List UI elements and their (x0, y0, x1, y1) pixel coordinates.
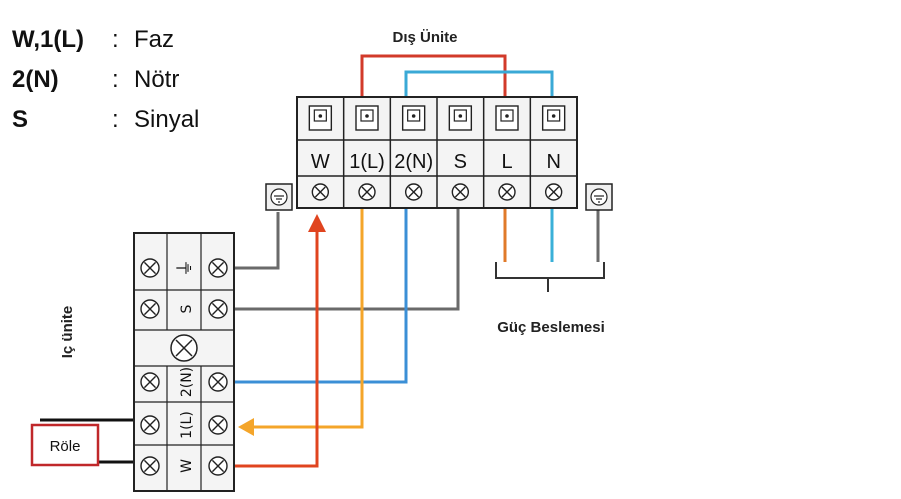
outdoor-terminal-screw (311, 183, 330, 201)
outdoor-terminal-label: N (546, 151, 560, 173)
legend-value: Faz (134, 26, 175, 53)
legend-key: W,1(L) (12, 26, 84, 53)
bridge-wire-red (360, 54, 507, 100)
power-supply-brace (495, 262, 605, 292)
wire-phase-feed (248, 200, 364, 429)
indoor-terminal-screw-right (208, 299, 228, 319)
indoor-terminal-block: ⏚ S 2(N) 1(L) W (133, 232, 235, 492)
wire-phase-w (234, 228, 319, 468)
indoor-terminal-label: W (179, 459, 195, 473)
indoor-terminal-label: 2(N) (179, 367, 195, 397)
legend-separator: : (112, 66, 119, 93)
indoor-terminal-screw-right (208, 415, 228, 435)
indoor-terminal-label: 1(L) (179, 411, 195, 439)
indoor-terminal-screw-right (208, 456, 228, 476)
legend-separator: : (112, 106, 119, 133)
outdoor-plug-4 (495, 105, 519, 131)
indoor-terminal-screw-left (140, 299, 160, 319)
legend-value: Nötr (134, 66, 180, 93)
relay-box (30, 423, 100, 467)
relay-label: Röle (50, 438, 81, 455)
arrow-head-orange (238, 418, 254, 436)
outdoor-terminal-block: W 1(L) 2(N) S L N (296, 96, 578, 209)
indoor-terminal-screw-left (140, 415, 160, 435)
outdoor-terminal-label: 2(N) (394, 151, 433, 173)
outdoor-terminal-screw (404, 183, 423, 201)
arrow-head-red (308, 214, 326, 232)
outdoor-plug-5 (541, 105, 566, 131)
outdoor-terminal-label: W (311, 151, 330, 173)
power-supply-label: Güç Beslemesi (497, 319, 605, 336)
bridge-wire-blue (404, 70, 554, 100)
indoor-terminal-screw-left (140, 372, 160, 392)
outdoor-earth-left (265, 183, 293, 211)
wire-earth (228, 212, 280, 270)
outdoor-plug-2 (401, 105, 426, 131)
legend-key: S (12, 106, 29, 133)
wire-signal (228, 200, 460, 311)
outdoor-plug-3 (448, 105, 473, 131)
legend-value: Sinyal (134, 106, 200, 133)
wire-neutral (234, 200, 408, 384)
outdoor-terminal-screw (451, 183, 470, 201)
indoor-terminal-screw-right (208, 372, 228, 392)
indoor-terminal-screw-right (208, 258, 228, 278)
outdoor-terminal-screw (544, 183, 563, 201)
outdoor-terminal-screw (358, 183, 376, 201)
outdoor-terminal-label: L (501, 151, 512, 173)
outdoor-terminal-screw (498, 183, 516, 201)
indoor-terminal-label: S (179, 304, 195, 313)
indoor-terminal-screw-left (140, 258, 160, 278)
indoor-terminal-screw-left (140, 456, 160, 476)
outdoor-plug-0 (308, 105, 333, 131)
indoor-unit-title: Iç ünite (59, 306, 76, 359)
outdoor-earth-right (585, 183, 613, 211)
outdoor-terminal-label: 1(L) (349, 151, 385, 173)
indoor-terminal-label: ⏚ (175, 259, 196, 277)
legend-separator: : (112, 26, 119, 53)
outdoor-plug-1 (355, 105, 379, 131)
legend-key: 2(N) (12, 66, 59, 93)
outdoor-unit-title: Dış Ünite (392, 29, 457, 46)
outdoor-terminal-label: S (454, 151, 467, 173)
